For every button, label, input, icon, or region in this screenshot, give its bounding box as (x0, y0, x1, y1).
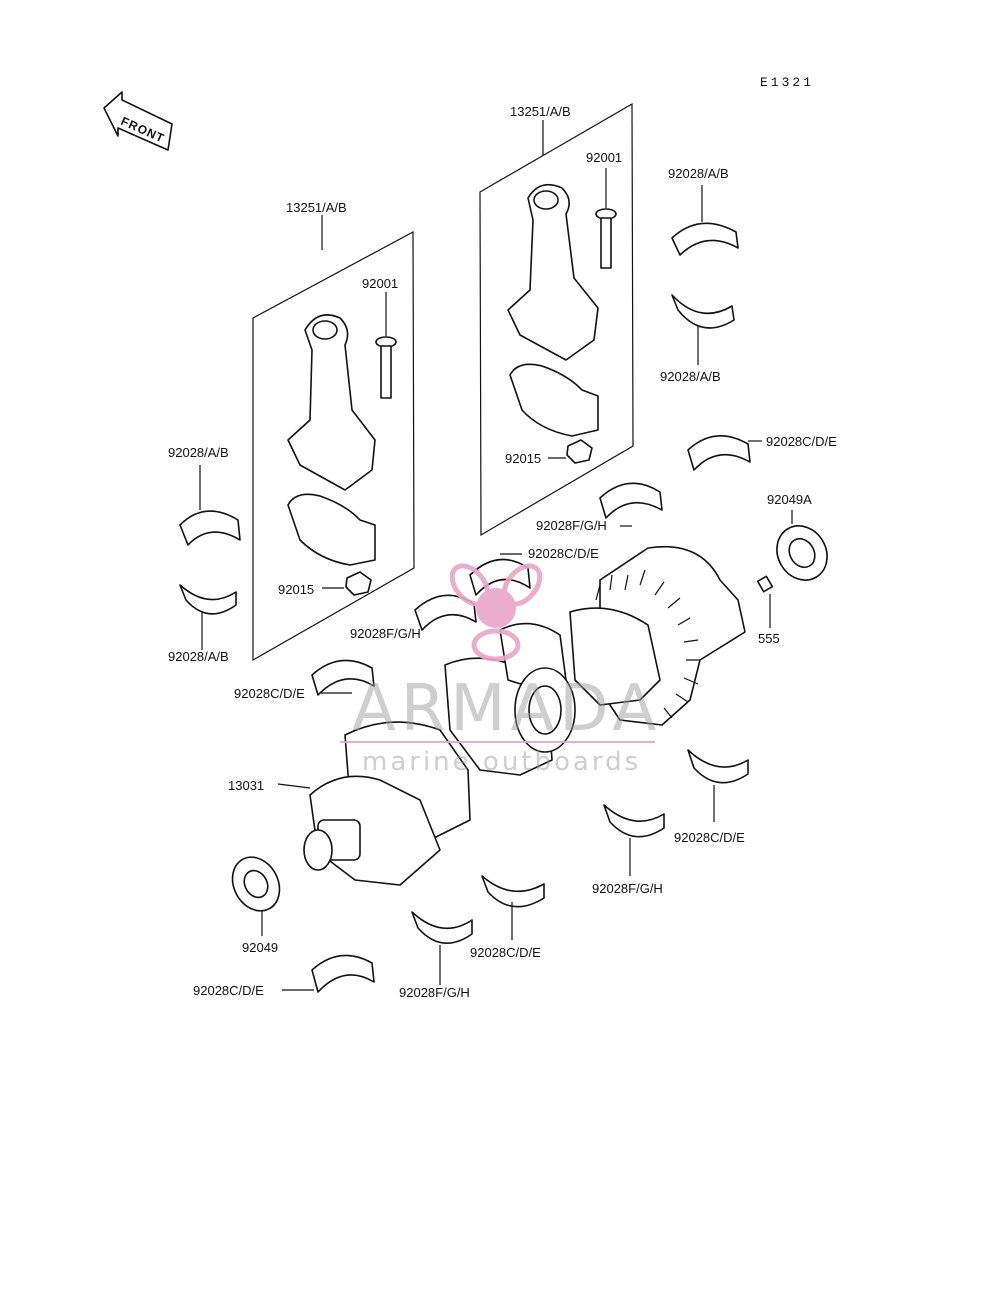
label-oil-seal-left: 92049 (242, 940, 278, 955)
bearing-shell-icon (282, 954, 375, 993)
watermark-tagline: marine outboards (362, 747, 641, 777)
label-bearing-fgh-center-top: 92028F/G/H (536, 518, 607, 533)
bearing-shell-icon (671, 294, 735, 365)
bearing-shell-icon (687, 435, 762, 471)
conrod-assembly-right (479, 102, 634, 537)
label-bearing-cde-bottom-center: 92028C/D/E (470, 945, 541, 960)
label-pin: 555 (758, 631, 780, 646)
conrod-assembly-left (252, 215, 415, 662)
bearing-shell-icon (311, 659, 375, 696)
nut-left-icon (345, 571, 372, 596)
label-nut-right: 92015 (505, 451, 541, 466)
label-conrod-right: 13251/A/B (510, 104, 571, 119)
label-bearing-cde-bottom-left: 92028C/D/E (193, 983, 264, 998)
bolt-left-icon (375, 336, 397, 399)
propeller-logo-icon (449, 563, 543, 662)
nut-right-icon (566, 439, 593, 464)
label-nut-left: 92015 (278, 582, 314, 597)
label-bearing-fgh-bottom-right: 92028F/G/H (592, 881, 663, 896)
label-bearing-cde-center-top: 92028C/D/E (528, 546, 599, 561)
bearing-shell-icon (411, 911, 473, 985)
bearing-shell-icon (599, 482, 663, 527)
small-gear-icon (514, 667, 576, 753)
bearing-shell-icon (671, 185, 739, 256)
label-bearing-cde-left-mid: 92028C/D/E (234, 686, 305, 701)
label-bearing-fgh-bottom: 92028F/G/H (399, 985, 470, 1000)
label-crankshaft: 13031 (228, 778, 264, 793)
label-bearing-cde-right-top: 92028C/D/E (766, 434, 837, 449)
label-bearing-ab-left-lower: 92028/A/B (168, 649, 229, 664)
bearing-shell-icon (179, 584, 237, 650)
oil-seal-right-icon (776, 510, 828, 581)
label-bolt-left: 92001 (362, 276, 398, 291)
bearing-shell-icon (603, 804, 665, 876)
label-bearing-fgh-left-mid: 92028F/G/H (350, 626, 421, 641)
bearing-shell-icon (414, 594, 477, 631)
label-oil-seal-right: 92049A (767, 492, 812, 507)
part-labels: 13251/A/B 13251/A/B 92001 92001 92015 92… (168, 104, 837, 1000)
label-bearing-cde-bottom-right: 92028C/D/E (674, 830, 745, 845)
label-bolt-right: 92001 (586, 150, 622, 165)
armada-watermark: ARMADA marine outboards (340, 563, 661, 777)
watermark-name: ARMADA (352, 672, 661, 746)
label-bearing-ab-left-upper: 92028/A/B (168, 445, 229, 460)
bearing-shell-icon (481, 875, 545, 940)
bolt-right-icon (595, 208, 617, 269)
front-arrow-icon: FRONT (103, 91, 173, 151)
bearing-shell-icon (687, 749, 749, 822)
pin-icon (756, 575, 774, 628)
label-conrod-left: 13251/A/B (286, 200, 347, 215)
oil-seal-left-icon (231, 856, 281, 936)
bearing-shell-icon (179, 465, 241, 546)
label-bearing-ab-right-lower: 92028/A/B (660, 369, 721, 384)
label-bearing-ab-right-upper: 92028/A/B (668, 166, 729, 181)
diagram-code: E1321 (760, 75, 814, 90)
crankshaft-icon (303, 545, 746, 886)
